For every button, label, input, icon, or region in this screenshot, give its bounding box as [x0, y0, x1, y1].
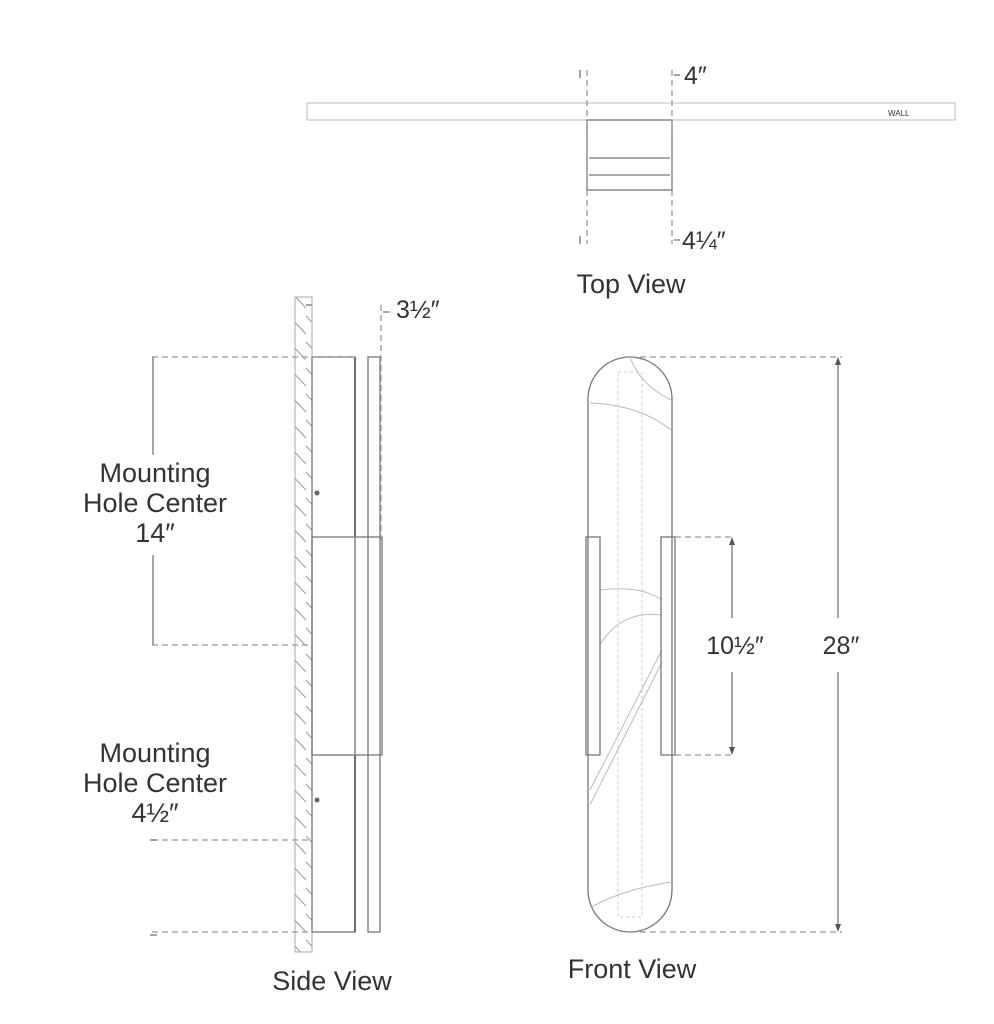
inner-led-strip [617, 371, 643, 918]
overall-height-label: 28″ [823, 632, 860, 660]
mount-bracket-side [311, 536, 383, 756]
upper-mounting-line2: Hole Center [83, 488, 227, 518]
wall-section [306, 102, 956, 121]
backplate-right-edge [660, 536, 676, 756]
backplate-side [311, 356, 356, 933]
mounting-hole-lower [314, 797, 320, 803]
wall-section [294, 296, 313, 953]
front-view-title: Front View [568, 954, 697, 984]
wall-tag: WALL [888, 109, 910, 118]
lower-mounting-line2: Hole Center [83, 768, 227, 798]
lower-mounting-line1: Mounting [99, 738, 210, 768]
side-view: 3½″ Mounting Hole Center 14″ Mounting Ho… [83, 296, 440, 996]
upper-mounting-value: 14″ [135, 518, 175, 548]
front-view: 10½″ 28″ Front View [568, 356, 860, 984]
top-view-title: Top View [576, 269, 686, 299]
lower-mounting-value: 4½″ [131, 798, 179, 828]
side-view-title: Side View [272, 966, 392, 996]
fixture-top [586, 119, 673, 191]
backplate-height-label: 10½″ [706, 632, 764, 660]
mounting-hole-upper [314, 490, 320, 496]
top-view: WALL 4″ 4¼″ Top View [306, 62, 956, 299]
upper-mounting-line1: Mounting [99, 458, 210, 488]
lens-side [367, 356, 381, 933]
top-width-label: 4″ [684, 62, 707, 90]
backplate-left-edge [585, 536, 601, 756]
top-depth-label: 4¼″ [682, 227, 726, 255]
projection-label: 3½″ [396, 296, 440, 324]
